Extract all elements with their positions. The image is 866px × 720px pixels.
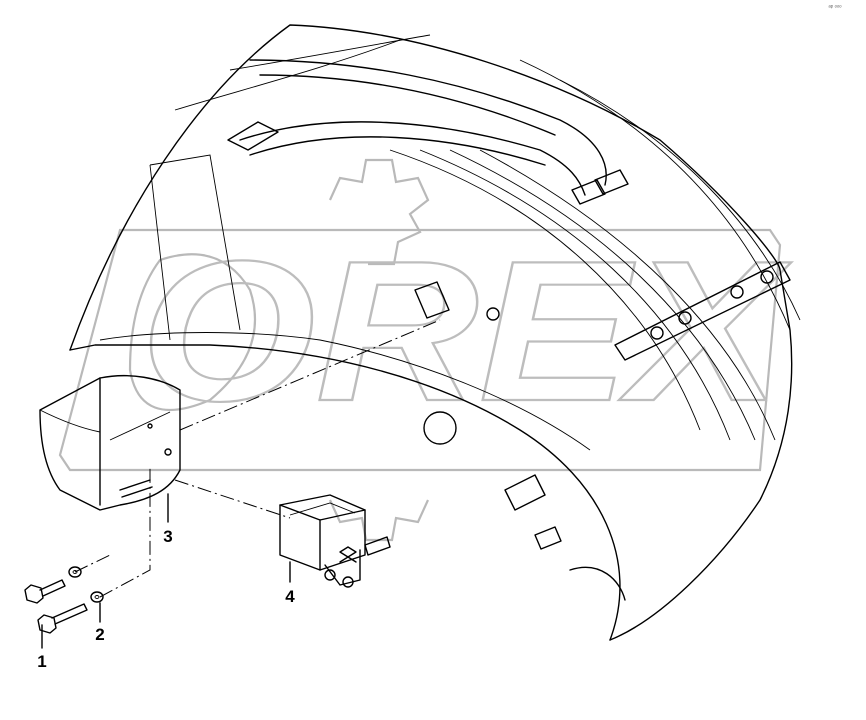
part-washer-upper <box>68 566 82 578</box>
bracket-bolt-row <box>650 270 774 340</box>
watermark-logo-shape <box>58 228 782 472</box>
callout-label-4: 4 <box>285 587 295 606</box>
callout-label-1: 1 <box>37 652 46 671</box>
part-relay-unit <box>279 494 391 588</box>
part-washer-lower <box>90 591 104 603</box>
part-bolt-lower <box>37 603 88 634</box>
assembly-center-lines <box>74 319 441 598</box>
part-bolt-upper <box>24 579 66 604</box>
corner-mark: ᵃᵖ ᵒᵒᵒ <box>829 5 843 11</box>
part-cover <box>39 374 181 511</box>
watermark-text: OREX <box>140 220 792 443</box>
callout-1: 1 <box>37 624 47 671</box>
watermark: OREX <box>58 158 793 542</box>
callout-label-2: 2 <box>95 625 104 644</box>
fender-assembly <box>69 24 801 641</box>
callout-3: 3 <box>163 493 173 546</box>
callout-2: 2 <box>95 602 105 644</box>
callout-4: 4 <box>285 561 295 606</box>
callout-label-3: 3 <box>163 527 172 546</box>
